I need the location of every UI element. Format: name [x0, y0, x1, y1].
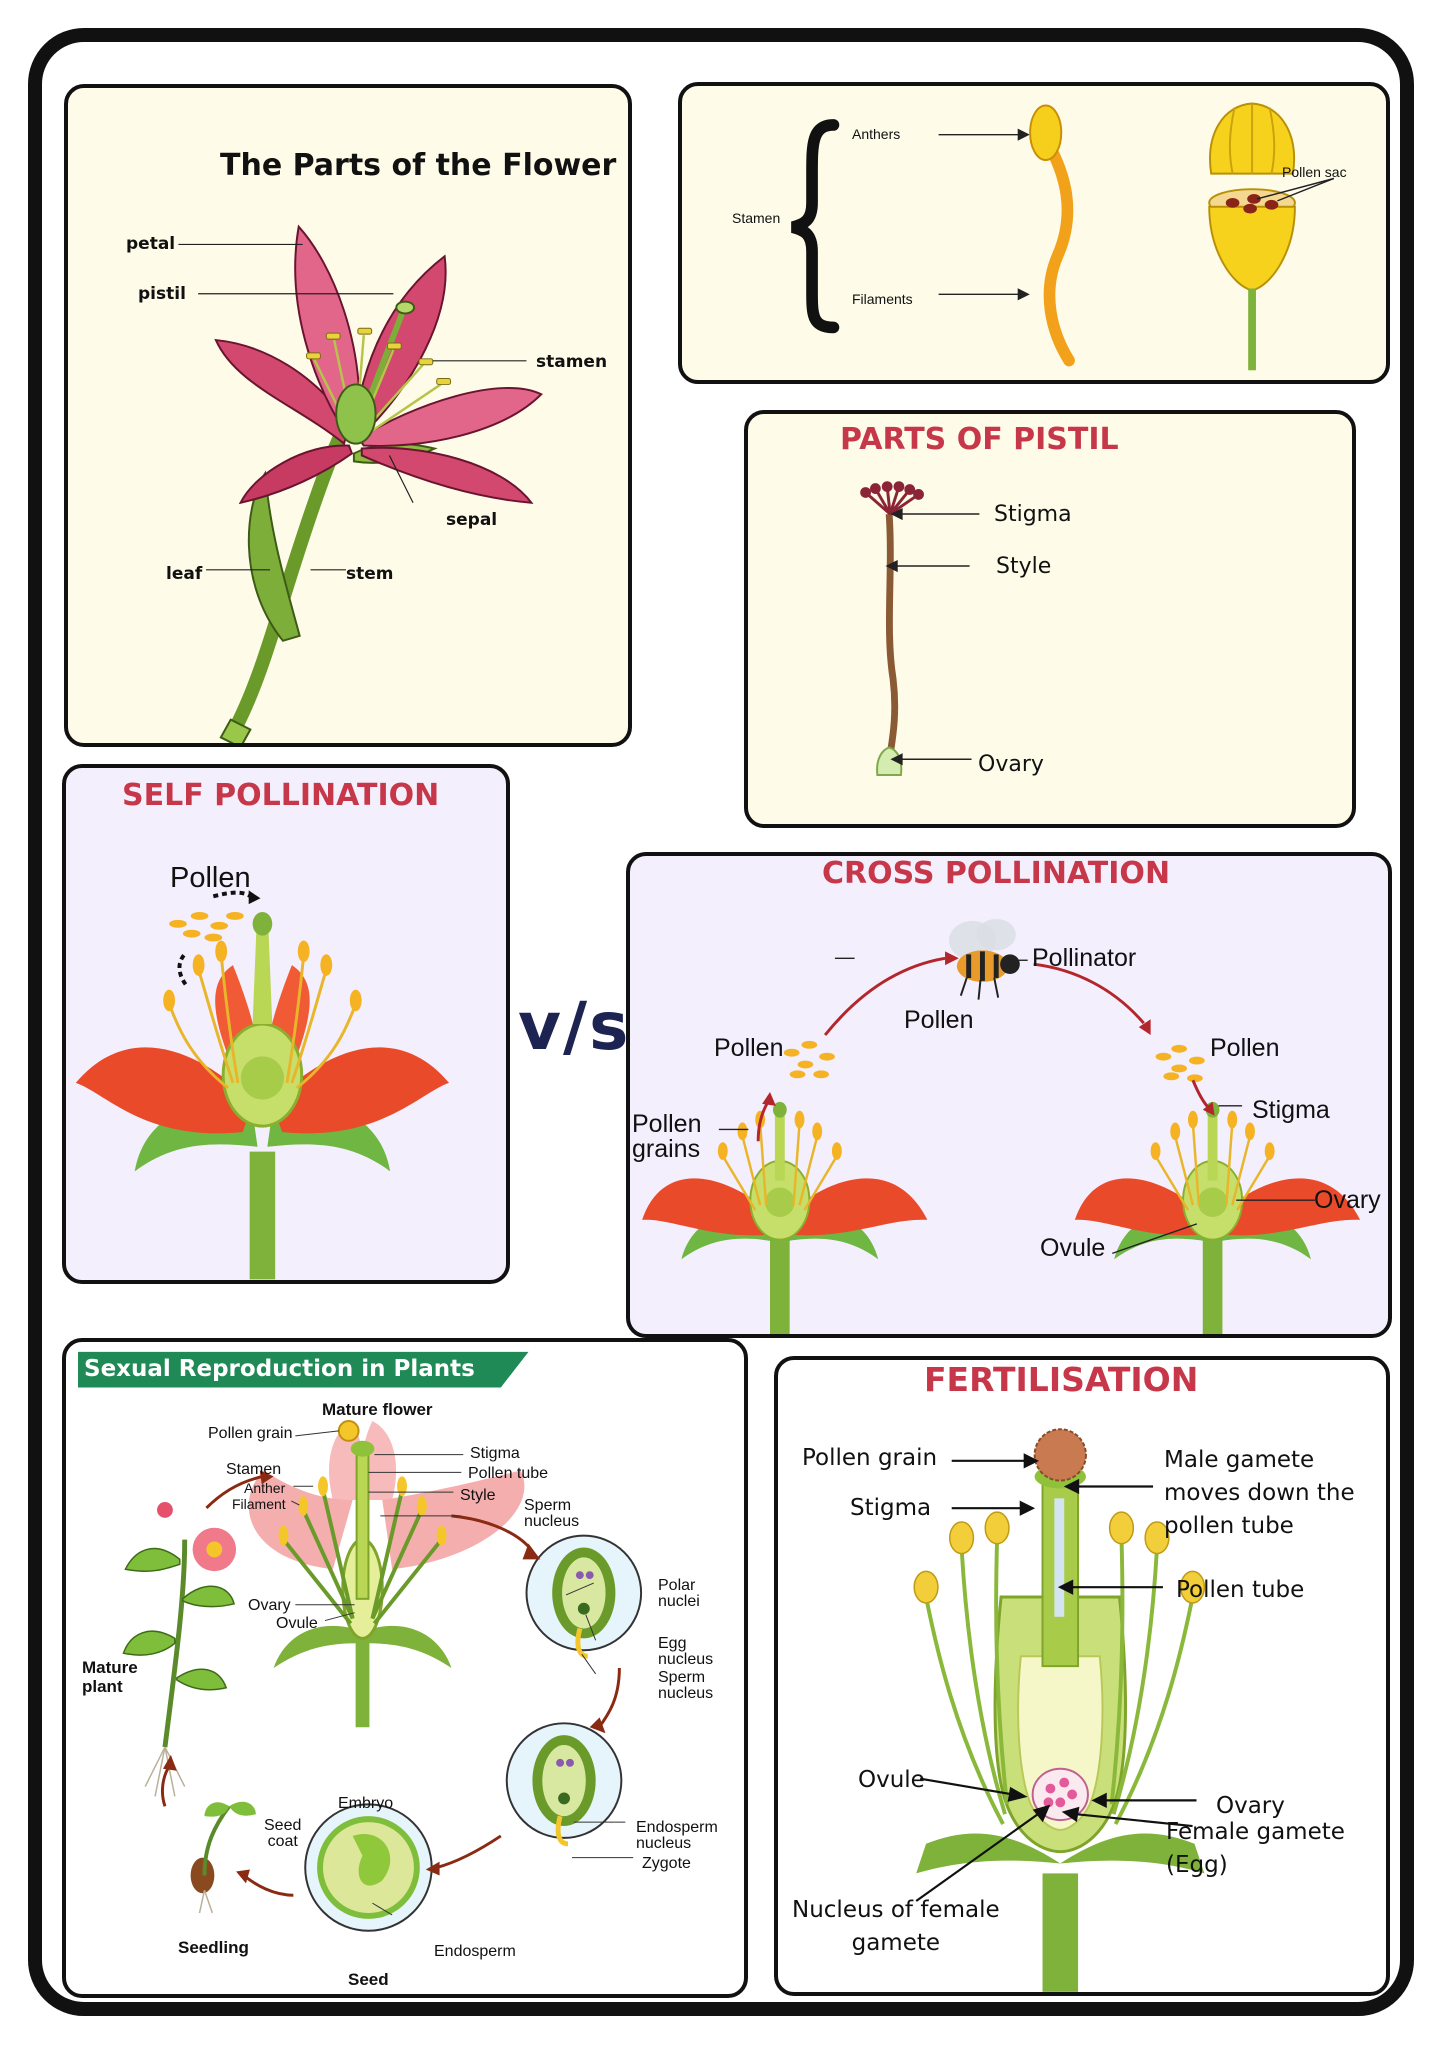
label-sr-sperm-nucleus: Sperm nucleus	[524, 1497, 580, 1530]
label-cross-ovule: Ovule	[1040, 1234, 1106, 1262]
label-pollinator: Pollinator	[1032, 944, 1137, 972]
label-sr-ovule: Ovule	[276, 1615, 318, 1632]
label-self-pollen: Pollen	[170, 862, 251, 894]
label-seedling: Seedling	[178, 1938, 249, 1957]
label-mature-flower: Mature flower	[322, 1400, 433, 1419]
label-leaf: leaf	[166, 564, 203, 584]
label-sr-ovary: Ovary	[248, 1597, 291, 1614]
label-sr-pollen-tube: Pollen tube	[468, 1465, 549, 1482]
fertilisation-panel: FERTILISATION Pollen grain Stigma Male g…	[774, 1356, 1390, 1996]
label-female-gamete: Female gamete (Egg)	[1166, 1819, 1345, 1878]
flower-parts-panel: The Parts of the Flower petal pistil sta…	[64, 84, 632, 747]
label-anthers: Anthers	[852, 126, 901, 142]
label-pistil-style: Style	[996, 554, 1052, 579]
label-fert-pollen-grain: Pollen grain	[802, 1445, 938, 1471]
cross-pollination-panel: CROSS POLLINATION Pollinator Pollen Poll…	[626, 852, 1392, 1338]
left-flower	[642, 1101, 928, 1334]
cross-pollination-illustration	[642, 918, 1361, 1334]
label-sepal: sepal	[446, 510, 498, 530]
pistil-panel: PARTS OF PISTIL Stigma Style Ovary	[744, 410, 1356, 828]
fertilisation-illustration	[913, 1428, 1206, 1992]
fertilisation-title: FERTILISATION	[924, 1360, 1199, 1399]
flower-parts-title: The Parts of the Flower	[220, 148, 617, 183]
label-fert-pollen-tube: Pollen tube	[1176, 1577, 1305, 1603]
sexual-reproduction-panel: Sexual Reproduction in Plants Mature flo…	[62, 1338, 748, 1998]
label-sr-stigma: Stigma	[470, 1445, 520, 1462]
label-fert-ovule: Ovule	[858, 1767, 925, 1793]
label-male-gamete: Male gamete moves down the pollen tube	[1164, 1447, 1355, 1539]
label-filaments: Filaments	[852, 291, 913, 307]
label-sr-style: Style	[460, 1487, 496, 1504]
label-egg-nucleus: Egg nucleus	[658, 1635, 714, 1668]
label-pollen-left: Pollen	[714, 1034, 784, 1062]
bee-icon	[949, 918, 1020, 1000]
label-endosperm-nucleus: Endosperm nucleus	[636, 1819, 718, 1852]
ovule-stage-2	[505, 1722, 623, 1847]
label-fert-stigma: Stigma	[850, 1495, 932, 1521]
label-seed: Seed	[348, 1970, 389, 1989]
pistil-illustration	[860, 481, 980, 776]
self-pollination-flower	[75, 890, 450, 1280]
label-embryo: Embryo	[338, 1795, 394, 1812]
label-mature-plant: Mature plant	[82, 1658, 138, 1696]
label-pistil-stigma: Stigma	[994, 502, 1072, 527]
seed-illustration	[304, 1803, 433, 1932]
label-pollen-right: Pollen	[1210, 1034, 1280, 1062]
sexual-reproduction-title: Sexual Reproduction in Plants	[84, 1356, 475, 1382]
label-pollen-grain: Pollen grain	[208, 1425, 293, 1442]
label-pollen-sac: Pollen sac	[1282, 164, 1347, 180]
versus-label: v/s	[518, 988, 631, 1065]
right-flower	[1074, 1101, 1361, 1334]
label-zygote: Zygote	[642, 1855, 691, 1872]
label-seed-coat: Seed coat	[264, 1817, 302, 1850]
label-pistil-ovary: Ovary	[978, 752, 1044, 777]
label-petal: petal	[126, 234, 176, 254]
label-fert-ovary: Ovary	[1216, 1793, 1285, 1819]
self-pollination-panel: SELF POLLINATION Pollen	[62, 764, 510, 1284]
reproduction-cycle-illustration	[78, 1351, 643, 1932]
label-polar-nuclei: Polar nuclei	[658, 1577, 700, 1610]
label-sr-filament: Filament	[232, 1496, 286, 1512]
label-pollen-mid: Pollen	[904, 1006, 974, 1034]
label-sr-anther: Anther	[244, 1480, 286, 1496]
label-pistil: pistil	[138, 284, 186, 304]
lily-illustration	[178, 224, 543, 743]
label-stamen: stamen	[536, 352, 608, 372]
seedling-illustration	[190, 1801, 256, 1914]
label-endosperm: Endosperm	[434, 1943, 516, 1960]
label-sr-stamen: Stamen	[226, 1461, 282, 1478]
cross-pollination-title: CROSS POLLINATION	[822, 856, 1171, 891]
pistil-title: PARTS OF PISTIL	[840, 422, 1119, 457]
label-cross-stigma: Stigma	[1252, 1096, 1330, 1124]
label-sperm-nucleus-2: Sperm nucleus	[658, 1669, 714, 1702]
label-nucleus-female: Nucleus of female gamete	[792, 1897, 1000, 1956]
label-stem: stem	[346, 564, 394, 584]
label-pollen-grains: Pollen grains	[632, 1110, 702, 1163]
stamen-panel: Stamen Anthers Filaments Pollen sac	[678, 82, 1390, 384]
label-stamen-bracket: Stamen	[732, 210, 781, 226]
self-pollination-title: SELF POLLINATION	[122, 778, 440, 813]
label-cross-ovary: Ovary	[1314, 1186, 1381, 1214]
stamen-illustration	[791, 102, 1335, 371]
ovule-stage-1	[525, 1534, 643, 1659]
